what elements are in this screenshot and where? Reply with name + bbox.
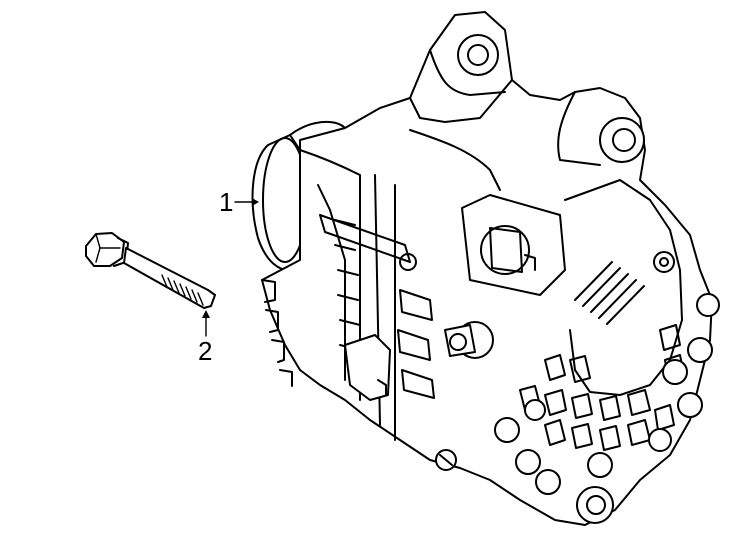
callout-1-arrowhead [252,198,259,206]
bolt-part [85,232,216,309]
callout-1: 1 [219,187,259,217]
callout-2-number: 2 [198,336,212,366]
callout-1-number: 1 [219,187,233,217]
alternator-part [251,11,720,526]
callout-2: 2 [198,310,212,366]
callout-2-arrowhead [202,310,210,318]
